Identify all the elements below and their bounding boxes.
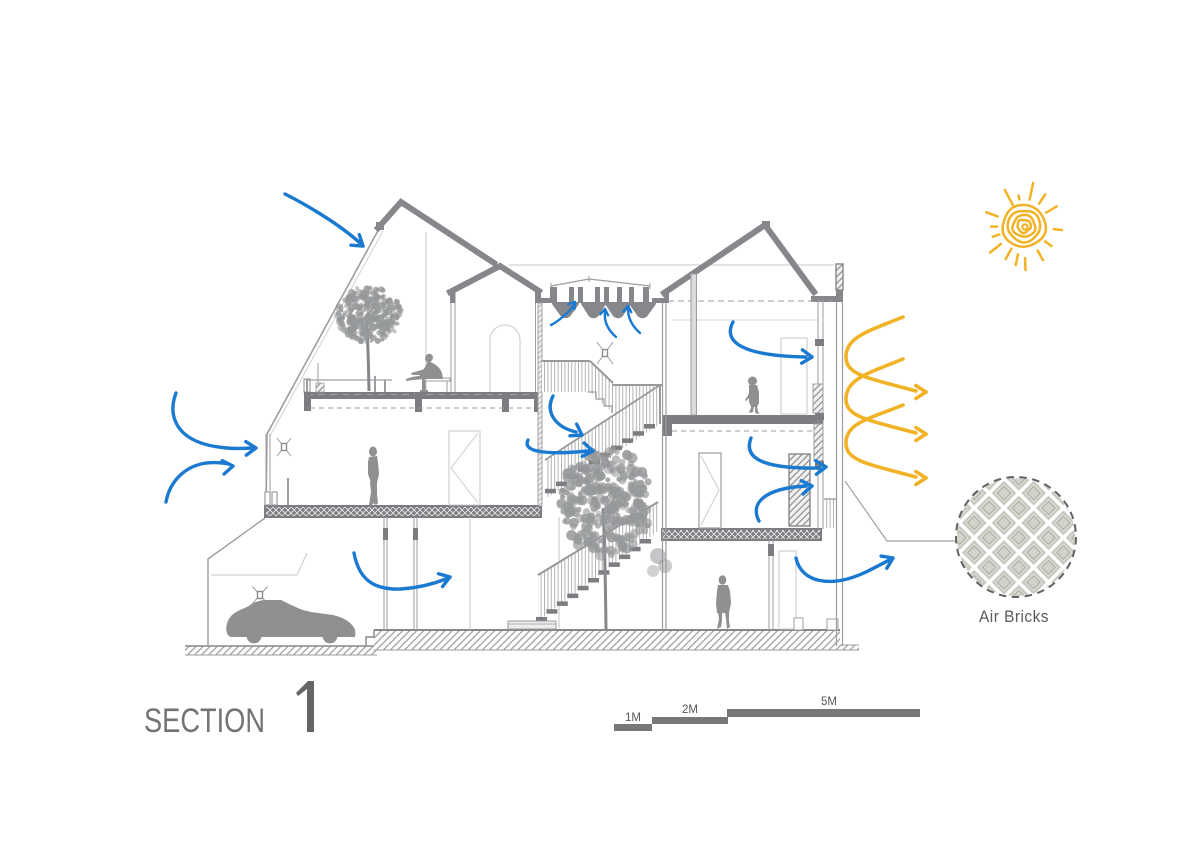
- svg-text:SECTION: SECTION: [144, 702, 265, 740]
- svg-text:5M: 5M: [821, 696, 837, 708]
- svg-text:1M: 1M: [625, 712, 641, 724]
- svg-text:2M: 2M: [682, 704, 698, 716]
- svg-text:Air Bricks: Air Bricks: [979, 608, 1049, 626]
